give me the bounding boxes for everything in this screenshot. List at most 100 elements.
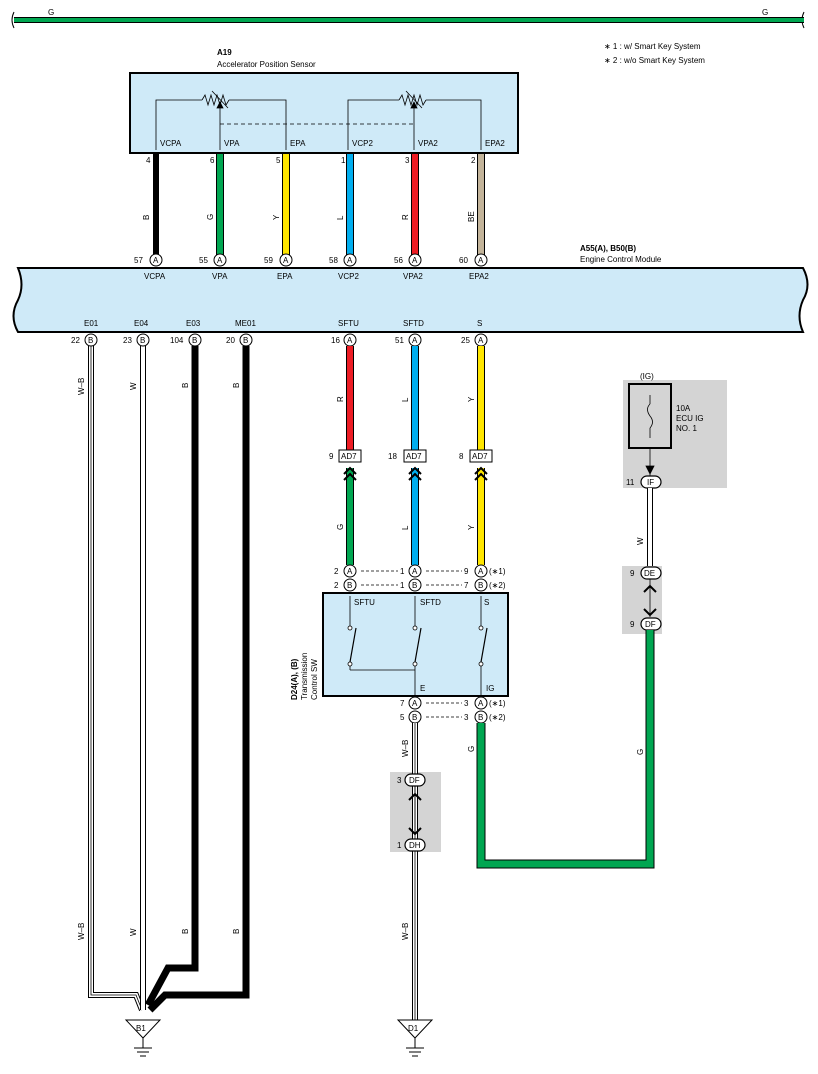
sensor-terminal-vpa2: VPA2 (418, 139, 438, 148)
ecm-pin-60: 60 (459, 256, 468, 265)
sensor-wires (153, 154, 485, 255)
wire-label-e03-upper: B (181, 383, 190, 388)
wire-label-vcpa: B (142, 215, 151, 220)
sensor-terminal-vpa: VPA (224, 139, 240, 148)
switch-pin-b-s: 7 (464, 581, 469, 590)
top-bus-left-label: G (48, 8, 54, 17)
switch-name-2: Control SW (310, 659, 319, 700)
switch-pin-a-e: 7 (400, 699, 405, 708)
de-label: DE (644, 569, 655, 578)
wire-label-e01-lower: W–B (77, 923, 86, 940)
df-upper-label: DF (645, 620, 656, 629)
switch-box (322, 592, 509, 697)
ecm-terminal-vpa2: VPA2 (403, 272, 423, 281)
switch-terminal-s: S (484, 598, 489, 607)
wire-label-sftd-lower: L (401, 525, 410, 530)
wire-label-sftd-upper: L (401, 397, 410, 402)
switch-conn-b-1: B (347, 581, 352, 590)
sensor-pin-2: 2 (471, 156, 476, 165)
switch-pin-a-sftd: 1 (400, 567, 405, 576)
ig-wire-green (476, 630, 655, 869)
ecm-terminal-sftu: SFTU (338, 319, 359, 328)
shift-wires-lower (343, 466, 488, 565)
dh-pin: 1 (397, 841, 402, 850)
ecm-terminal-e04: E04 (134, 319, 149, 328)
ad7-label-1: AD7 (341, 452, 357, 461)
switch-note-1-top: (∗1) (489, 567, 506, 576)
switch-conn-a-3: A (478, 567, 484, 576)
ecm-terminal-vpa: VPA (212, 272, 228, 281)
ecm-box (12, 267, 809, 333)
wire-label-vcp2: L (336, 215, 345, 220)
switch-terminal-sftd: SFTD (420, 598, 441, 607)
fuse-number: NO. 1 (676, 424, 697, 433)
ecm-name: Engine Control Module (580, 255, 662, 264)
switch-pin-b-e: 5 (400, 713, 405, 722)
switch-note-2-top: (∗2) (489, 581, 506, 590)
ecm-pin-57: 57 (134, 256, 143, 265)
switch-pin-a-s: 9 (464, 567, 469, 576)
switch-conn-b-5: B (478, 713, 483, 722)
switch-conn-a-1: A (347, 567, 353, 576)
wire-label-sftu-lower: G (336, 524, 345, 530)
ground-d1 (396, 1019, 434, 1057)
wire-label-me01-lower: B (232, 929, 241, 934)
de-connector (640, 566, 662, 617)
switch-name-1: Transmission (300, 653, 309, 700)
wire-label-e03-lower: B (181, 929, 190, 934)
switch-note-2-bottom: (∗2) (489, 713, 506, 722)
ecm-terminal-me01: ME01 (235, 319, 256, 328)
ecm-pin-51: 51 (395, 336, 404, 345)
sensor-terminal-epa2: EPA2 (485, 139, 505, 148)
switch-pin-b-sftu: 2 (334, 581, 339, 590)
switch-top-pins (343, 564, 488, 592)
switch-pin-b-sftd: 1 (400, 581, 405, 590)
switch-internal-circuit (347, 596, 488, 696)
ecm-pin-conn-104: B (192, 336, 197, 345)
wire-label-e04-lower: W (129, 928, 138, 936)
dh-connector (404, 838, 426, 852)
ecm-terminal-vcpa: VCPA (144, 272, 166, 281)
ad7-label-2: AD7 (406, 452, 422, 461)
wire-label-vpa2: R (401, 214, 410, 220)
sensor-name: Accelerator Position Sensor (217, 60, 316, 69)
wire-label-e01-upper: W–B (77, 378, 86, 395)
ecm-pin-56: 56 (394, 256, 403, 265)
note-2: ∗ 2 : w/o Smart Key System (604, 56, 705, 65)
top-bus-wire: G G (11, 8, 805, 29)
ecm-pin-20: 20 (226, 336, 235, 345)
ecm-pin-59: 59 (264, 256, 273, 265)
ecm-terminal-e03: E03 (186, 319, 201, 328)
de-pin: 9 (630, 569, 635, 578)
note-1: ∗ 1 : w/ Smart Key System (604, 42, 701, 51)
ecm-pin-58: 58 (329, 256, 338, 265)
switch-terminal-ig: IG (486, 684, 494, 693)
ecm-pin-conn-58: A (347, 256, 353, 265)
ecm-pin-conn-55: A (217, 256, 223, 265)
switch-conn-a-2: A (412, 567, 418, 576)
sensor-pin-4: 4 (146, 156, 151, 165)
ground-d1-label: D1 (408, 1024, 419, 1033)
ecm-pin-55: 55 (199, 256, 208, 265)
df-lower-pin: 3 (397, 776, 402, 785)
ecm-terminal-vcp2: VCP2 (338, 272, 359, 281)
ecm-pin-23: 23 (123, 336, 132, 345)
ecm-terminal-e01: E01 (84, 319, 99, 328)
sensor-box (129, 72, 519, 154)
switch-conn-b-4: B (412, 713, 417, 722)
ecm-pin-conn-57: A (153, 256, 159, 265)
shift-wires-upper (346, 346, 485, 450)
wire-label-vpa: G (206, 214, 215, 220)
switch-bottom-pins (408, 696, 488, 724)
dh-label: DH (409, 841, 421, 850)
wire-label-epa: Y (272, 214, 281, 220)
ecm-pin-conn-22: B (88, 336, 93, 345)
top-bus-right-label: G (762, 8, 768, 17)
sensor-pin-1: 1 (341, 156, 346, 165)
sensor-pin-6: 6 (210, 156, 215, 165)
ecm-pin-conn-60: A (478, 256, 484, 265)
sensor-code: A19 (217, 48, 232, 57)
ground-b1-label: B1 (136, 1024, 146, 1033)
ecm-pin-16: 16 (331, 336, 340, 345)
